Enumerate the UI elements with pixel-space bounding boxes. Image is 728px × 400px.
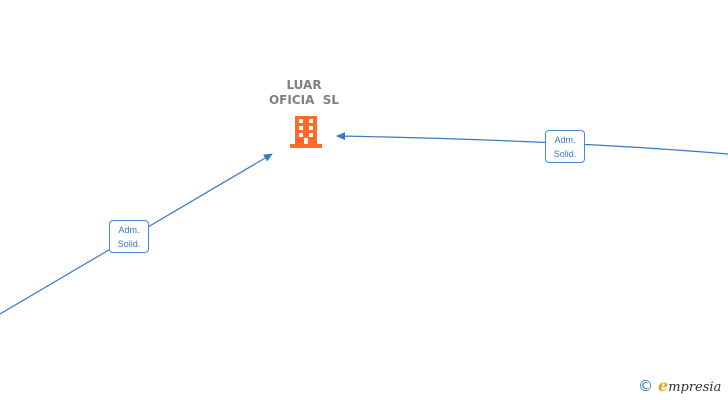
relation-label-right[interactable]: Adm. Solid. (545, 130, 585, 163)
company-name-line1: LUAR (286, 78, 322, 92)
relation-label-left[interactable]: Adm. Solid. (109, 220, 149, 253)
relation-label-line1: Adm. (118, 225, 140, 235)
relation-edge-right (336, 132, 728, 155)
relation-label-line2: Solid. (117, 239, 141, 249)
company-name[interactable]: LUAR OFICIA SL (244, 78, 364, 108)
brand-footer: © empresia (638, 376, 728, 396)
copyright-icon: © (638, 377, 653, 395)
relation-label-line2: Solid. (553, 149, 577, 159)
brand-logo: empresia (658, 376, 721, 398)
relation-label-line1: Adm. (554, 135, 576, 145)
brand-logo-text: mpresia (668, 380, 722, 395)
brand-logo-initial: e (658, 376, 669, 395)
company-name-line2: OFICIA SL (268, 93, 340, 107)
building-icon[interactable] (288, 114, 324, 150)
